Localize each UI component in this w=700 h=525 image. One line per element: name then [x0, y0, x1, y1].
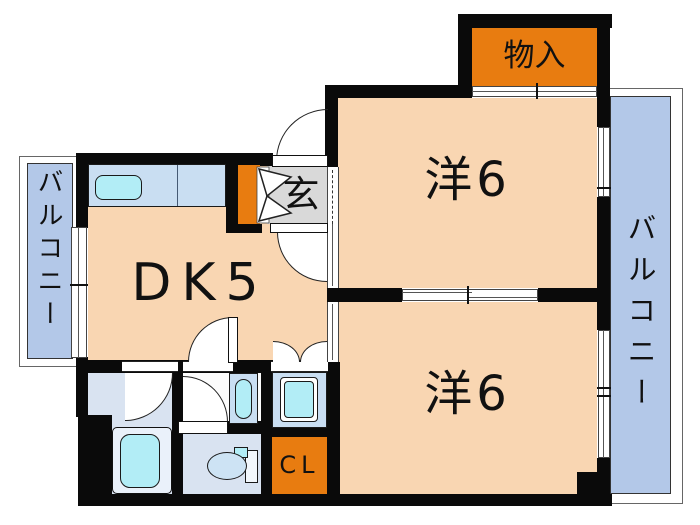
wall: [226, 153, 238, 233]
label-balcony-left: バルコニー: [33, 168, 63, 333]
sliding-door-track: [332, 224, 333, 286]
window-track: [603, 127, 604, 197]
wall: [325, 85, 338, 167]
window-tick: [70, 284, 88, 286]
room-western-top: [338, 98, 597, 288]
door-tick: [536, 83, 538, 99]
sliding-door-western-top: [327, 167, 339, 288]
label-western-bottom: 洋6: [424, 366, 511, 422]
sliding-door-track: [402, 292, 472, 293]
washroom-door-leaf: [228, 317, 238, 363]
washbasin: [235, 379, 252, 419]
wall: [326, 85, 472, 98]
wall: [261, 360, 272, 497]
hall-door-leaf: [270, 223, 328, 233]
storage-box: [472, 28, 597, 86]
wall-room-divider: [327, 288, 402, 302]
sliding-door-track: [472, 91, 597, 92]
wall: [327, 362, 340, 494]
room-western-bottom: [339, 302, 597, 494]
door-tick: [467, 286, 469, 304]
label-balcony-right: バルコニー: [623, 213, 657, 418]
wall: [78, 153, 273, 166]
sliding-door-western-bottom: [327, 302, 339, 362]
sliding-door-track: [468, 297, 538, 298]
bathtub: [120, 434, 160, 488]
wall: [172, 360, 183, 497]
window-right-top: [598, 127, 610, 197]
label-entrance: 玄: [282, 173, 320, 216]
wall: [76, 357, 88, 417]
balcony-right: [610, 96, 671, 494]
counter-divider: [177, 165, 178, 206]
label-closet: CL: [279, 451, 320, 479]
window-left-balcony: [71, 227, 87, 358]
toilet-bowl: [207, 452, 247, 480]
window-tick: [597, 387, 611, 389]
wall: [458, 14, 612, 28]
kitchen-sink: [95, 175, 142, 200]
door-swing-arc-entrance: [276, 109, 328, 161]
shoe-cabinet: [238, 165, 260, 224]
window-tick: [597, 187, 611, 189]
toilet-door-leaf: [178, 421, 228, 434]
washing-machine: [284, 381, 314, 418]
sliding-door-room-divider: [402, 289, 538, 301]
window-track: [78, 227, 79, 358]
closet-box: [272, 437, 327, 494]
wall-corner-column: [78, 415, 112, 500]
doorway-bathroom: [122, 361, 178, 372]
entrance-door-leaf: [272, 155, 328, 167]
wall: [597, 197, 610, 330]
wall: [226, 224, 262, 233]
wall: [597, 14, 610, 127]
window-right-bottom: [598, 330, 610, 458]
wall-bottom: [78, 494, 612, 506]
doorway-laundry: [271, 361, 328, 372]
doorway-washroom: [183, 361, 233, 372]
step-edge-dashed: [332, 170, 333, 224]
balcony-left: [27, 163, 73, 359]
label-western-top: 洋6: [424, 152, 511, 208]
bifold-door-shoe-closet: [256, 166, 293, 224]
wall: [458, 14, 472, 88]
window-tick: [597, 395, 611, 397]
window-track: [603, 330, 604, 458]
wall: [225, 421, 263, 434]
wall: [76, 153, 88, 228]
label-dk: DK5: [131, 253, 269, 313]
wall-room-divider: [538, 288, 598, 302]
label-storage: 物入: [503, 38, 566, 74]
wall: [272, 428, 327, 437]
sliding-door-track: [332, 304, 333, 360]
